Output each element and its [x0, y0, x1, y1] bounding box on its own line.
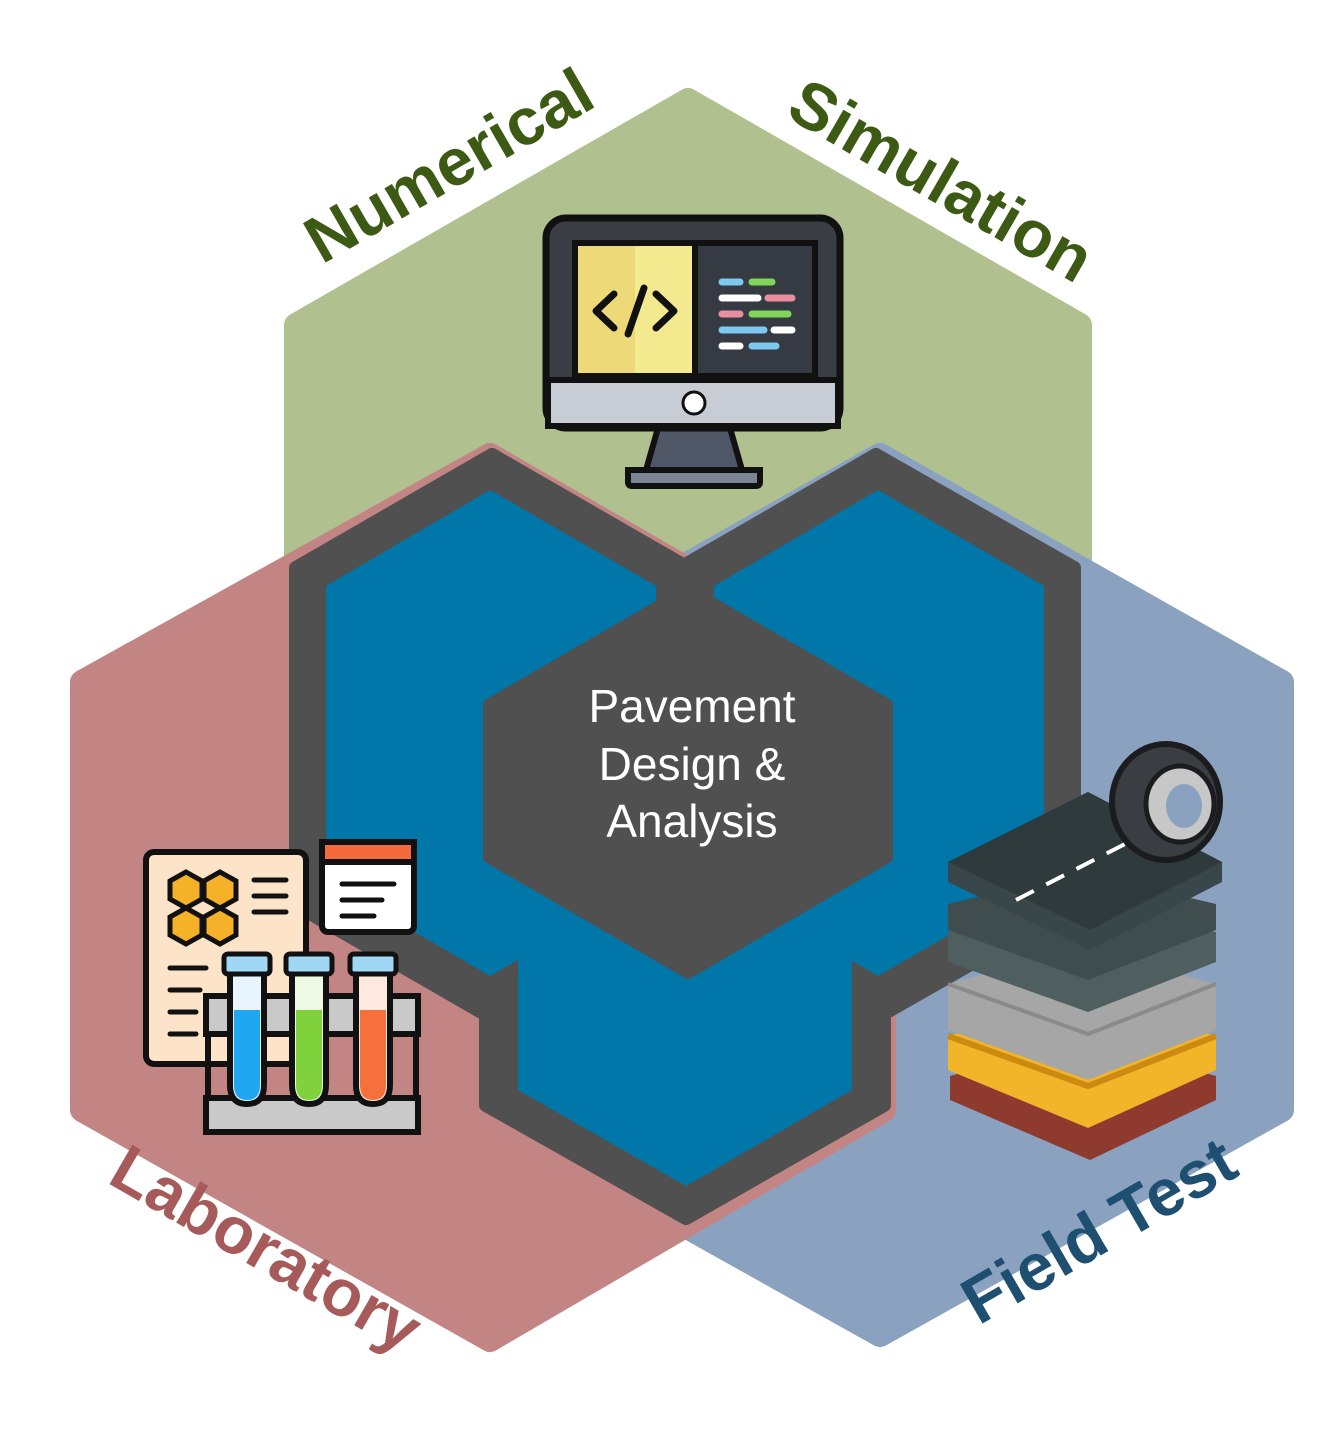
center-label-line-2: Design &: [599, 738, 786, 790]
core-cluster: [289, 448, 1081, 1225]
center-hexagon: [483, 583, 893, 979]
laboratory-test-tubes-icon: [143, 839, 421, 1135]
center-label-line-1: Pavement: [588, 680, 795, 732]
center-label-line-3: Analysis: [606, 795, 777, 847]
computer-code-icon: [542, 214, 844, 489]
center-label: Pavement Design & Analysis: [588, 680, 795, 847]
pavement-layers-tire-icon: [946, 741, 1223, 1160]
